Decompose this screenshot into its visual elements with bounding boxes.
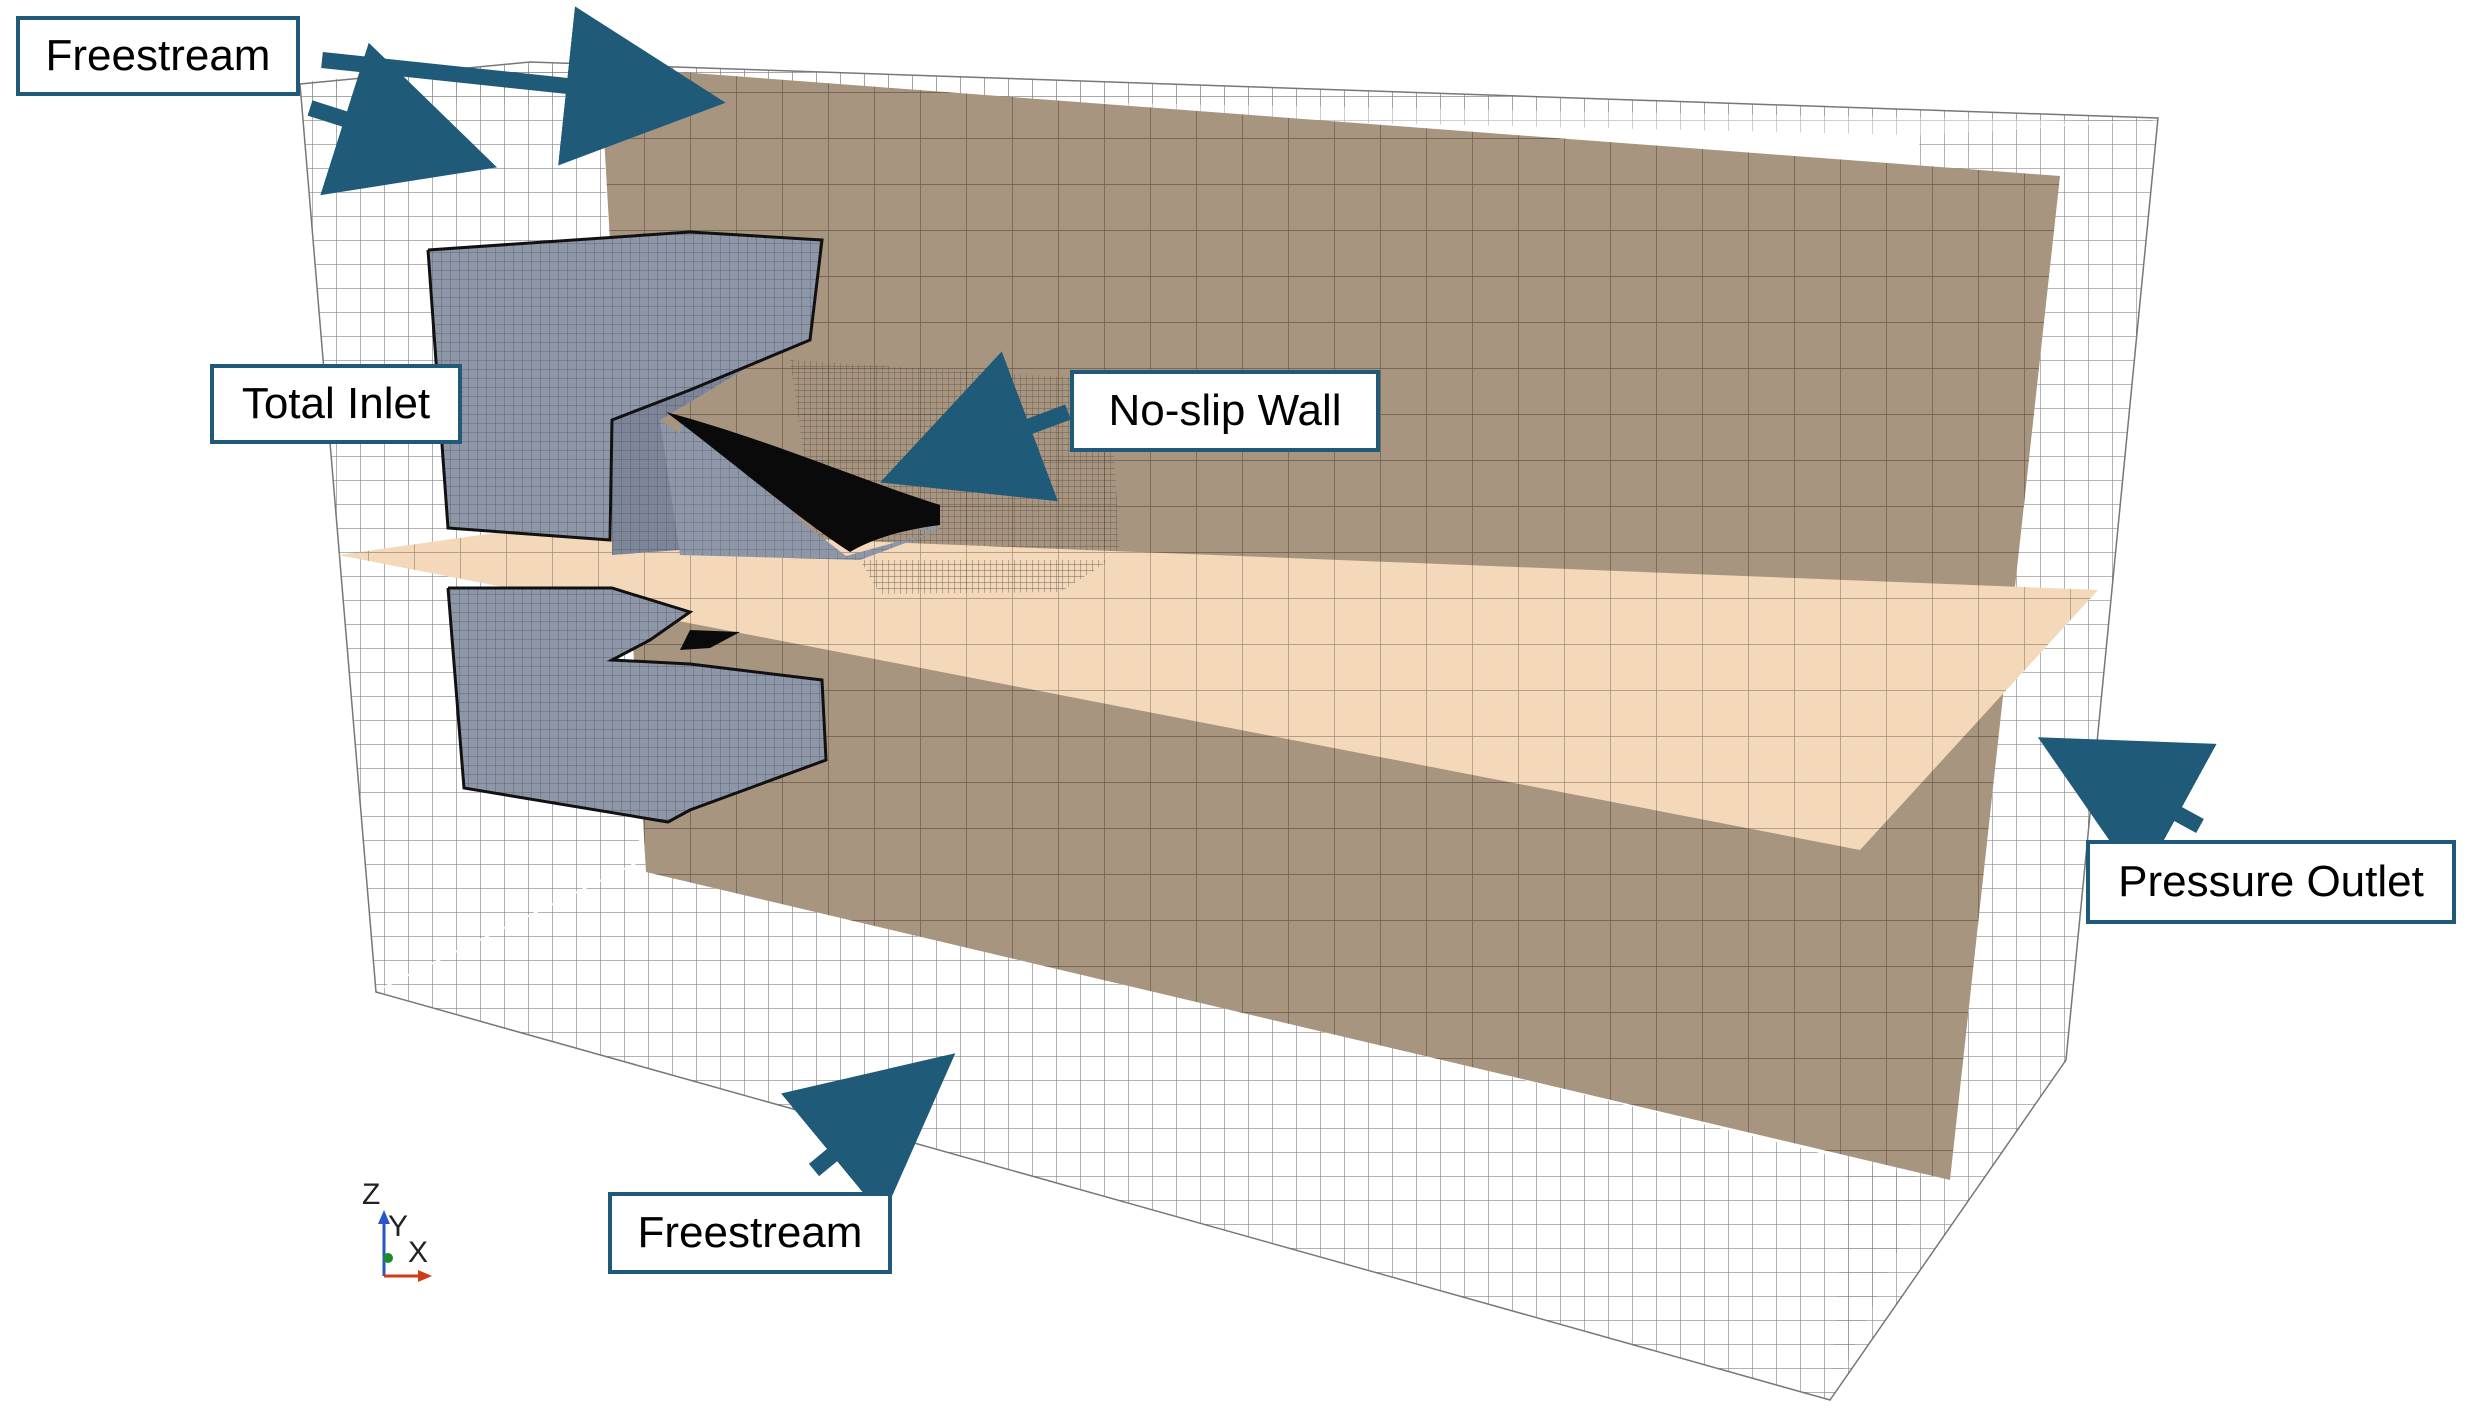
label-freestream-top: Freestream <box>16 16 300 96</box>
arrow-no-slip-wall <box>880 351 1071 502</box>
arrow-freestream-bottom <box>781 1053 956 1217</box>
axis-triad: Z Y X <box>362 1178 432 1282</box>
label-freestream-bottom: Freestream <box>608 1192 892 1274</box>
axis-label-z: Z <box>362 1178 380 1211</box>
domain-bottom-face <box>376 862 1930 1400</box>
nozzle-body-lower <box>446 586 828 824</box>
axis-label-x: X <box>408 1236 428 1269</box>
label-no-slip-wall: No-slip Wall <box>1070 370 1380 452</box>
arrow-pressure-outlet <box>2037 737 2217 885</box>
no-slip-wall-surface <box>666 412 940 552</box>
label-total-inlet: Total Inlet <box>210 364 462 444</box>
arrow-freestream-top-2 <box>307 42 497 196</box>
label-pressure-outlet: Pressure Outlet <box>2086 840 2456 924</box>
horizontal-plane <box>338 528 2098 850</box>
annotation-arrows <box>307 6 2217 1217</box>
axis-label-y: Y <box>388 1210 408 1243</box>
